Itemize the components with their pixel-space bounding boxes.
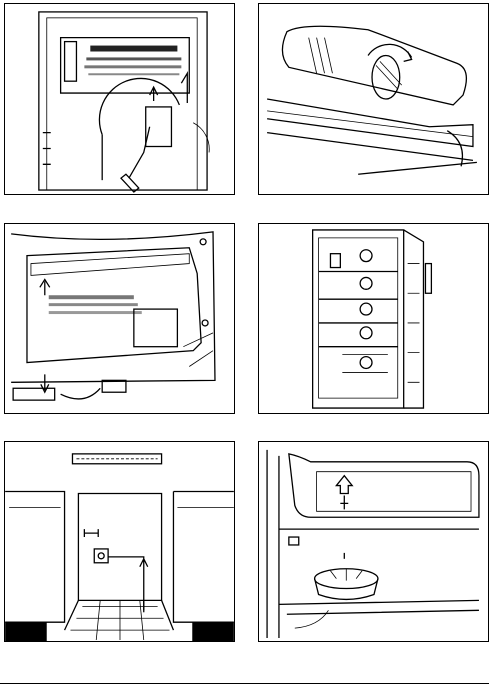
- figure-defrost-drain: [258, 441, 489, 642]
- figure-built-in-installation: [4, 441, 235, 642]
- rotate-arrow-icon: [404, 52, 412, 62]
- socket-icon: [94, 549, 108, 563]
- figure-fridge-interior: [258, 223, 489, 414]
- door-texture: [49, 295, 142, 314]
- figure-door-reversal: [4, 223, 235, 414]
- thermostat-knob: [372, 55, 400, 99]
- installation-illustration: [5, 442, 234, 641]
- drain-plug-icon: [340, 495, 348, 509]
- up-arrow-icon: [40, 279, 50, 295]
- fridge-interior-illustration: [259, 224, 488, 413]
- floor-right: [192, 622, 234, 641]
- cover-text-pattern: [84, 46, 181, 76]
- up-arrow-icon: [150, 87, 158, 101]
- floor-left: [5, 622, 47, 641]
- lamp-cover-illustration: [5, 4, 234, 194]
- shelves: [319, 271, 398, 346]
- open-door: [404, 230, 424, 408]
- hinge-part: [13, 388, 55, 400]
- up-arrow-icon: [336, 476, 352, 494]
- door-reversal-illustration: [5, 224, 234, 413]
- horizontal-dimension-icon: [84, 529, 98, 537]
- footer-rule: [0, 683, 489, 684]
- figure-lamp-cover-removal: [4, 3, 235, 195]
- defrost-drain-illustration: [259, 442, 488, 641]
- figure-thermostat-dial: [258, 3, 489, 195]
- thermostat-illustration: [259, 4, 488, 194]
